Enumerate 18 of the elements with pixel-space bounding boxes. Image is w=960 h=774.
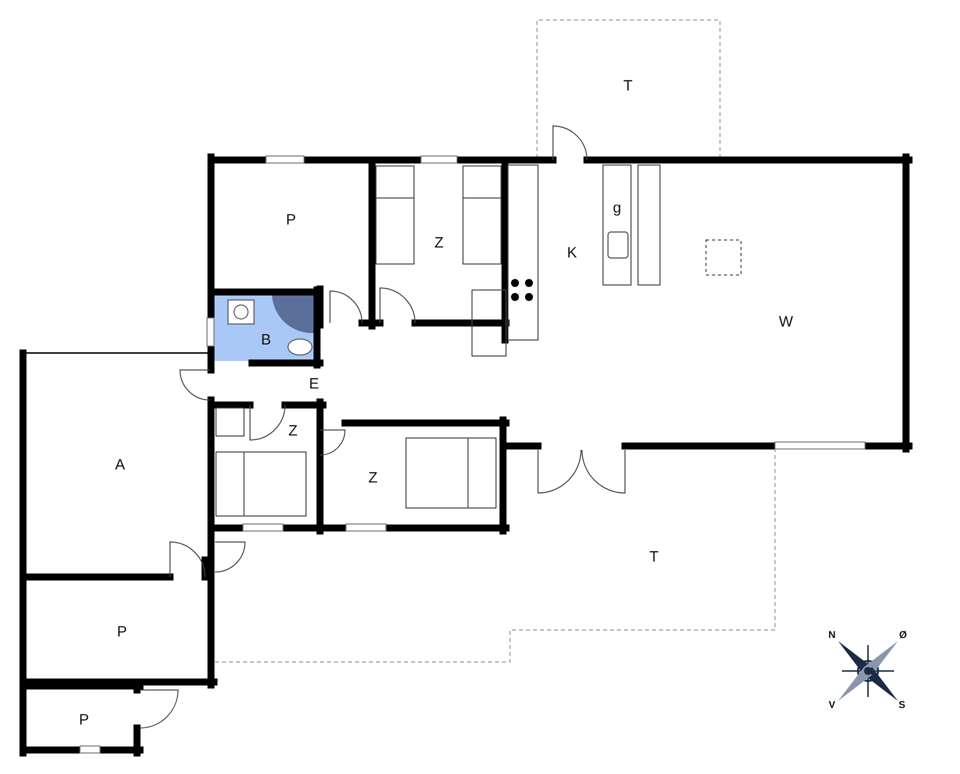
room-label: Z bbox=[288, 424, 298, 438]
room-label: A bbox=[115, 458, 125, 472]
room-label: g bbox=[612, 200, 622, 216]
room-label: T bbox=[649, 550, 659, 564]
room-label: Z bbox=[368, 470, 378, 486]
compass-letter: Ø bbox=[899, 631, 907, 641]
room-label: B bbox=[261, 332, 271, 348]
room-label: K bbox=[567, 246, 577, 260]
compass-letter: N bbox=[828, 631, 836, 641]
room-label: T bbox=[623, 78, 633, 94]
room-label: W bbox=[778, 314, 794, 330]
room-label: P bbox=[286, 212, 296, 228]
room-label: Z bbox=[434, 236, 444, 250]
room-label: P bbox=[117, 624, 127, 640]
compass-letter: V bbox=[828, 701, 836, 711]
room-label: E bbox=[309, 376, 319, 392]
compass-letter: S bbox=[898, 701, 906, 711]
room-label: P bbox=[79, 712, 89, 728]
